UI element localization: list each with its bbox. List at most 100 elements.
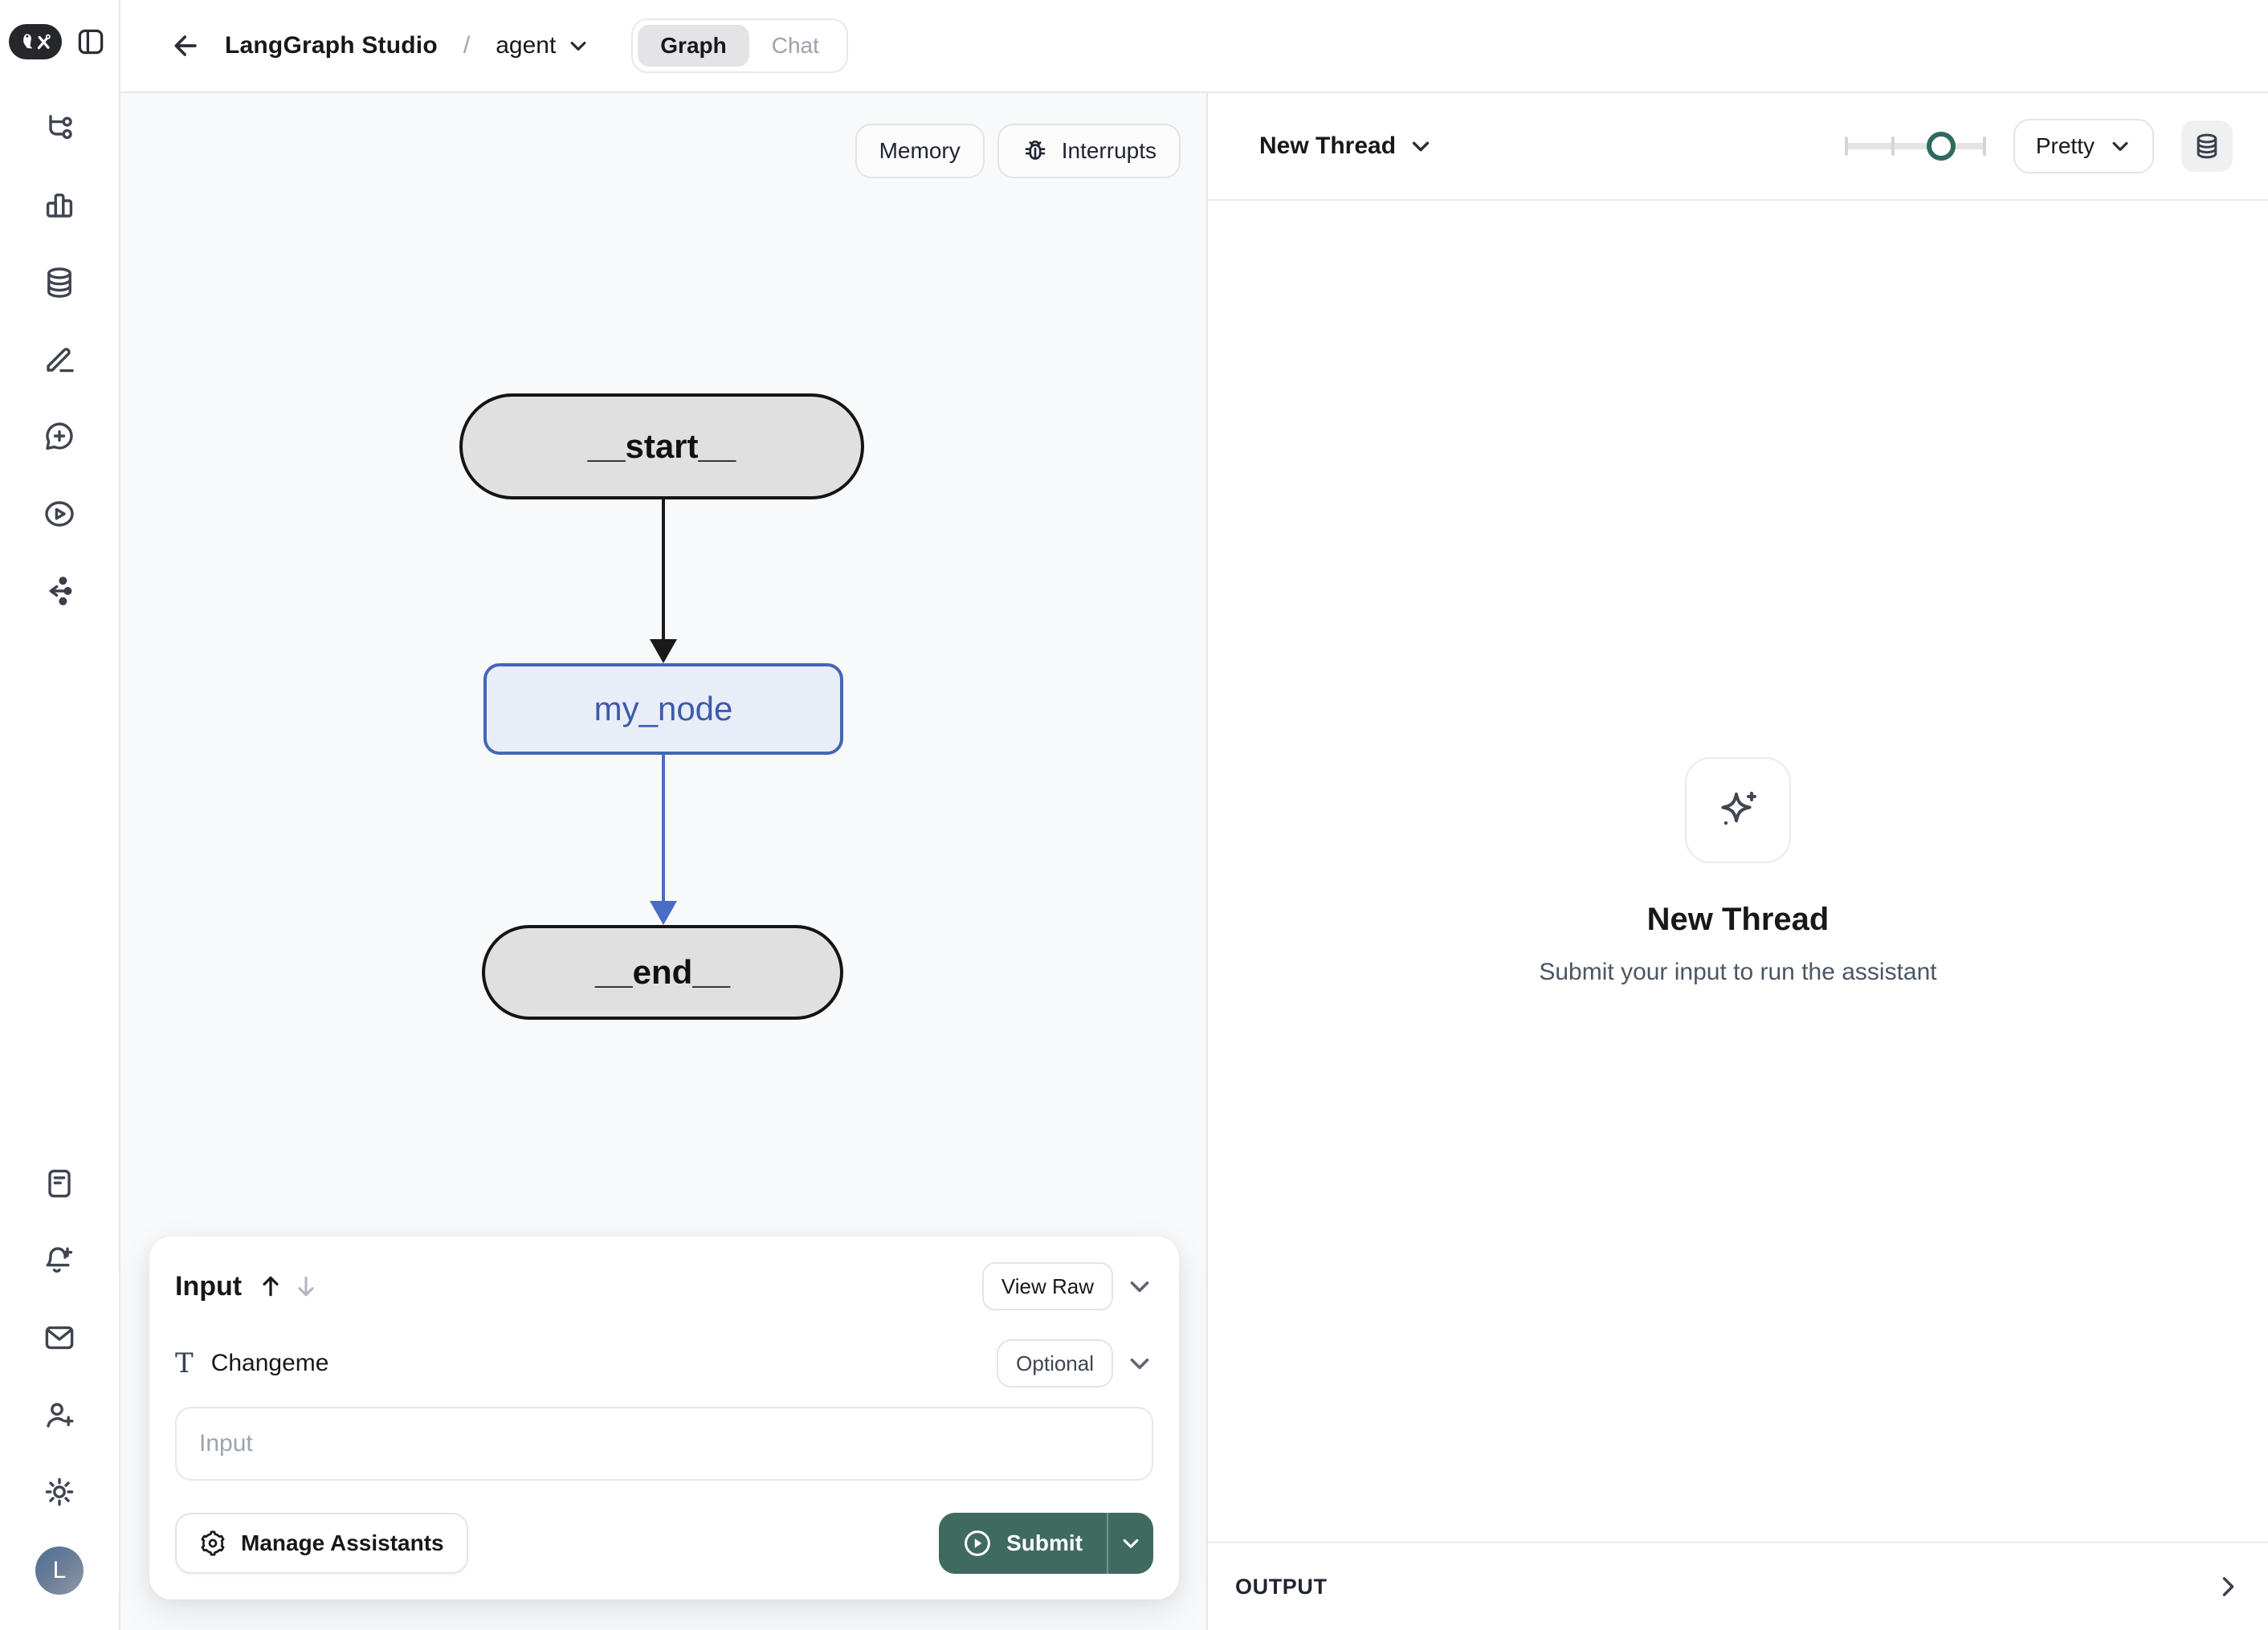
tab-chat[interactable]: Chat [771,33,819,58]
breadcrumb-separator: / [463,32,471,59]
database-icon [47,267,71,298]
input-panel-title: Input [175,1270,243,1302]
manage-assistants-button[interactable]: Manage Assistants [175,1513,468,1574]
sparkles-icon [1721,791,1756,825]
chevron-down-icon [1130,1281,1149,1293]
sparkles-card [1685,756,1791,863]
field-name-label: Changeme [210,1350,329,1376]
sidebar-item-inbox[interactable] [27,1306,92,1370]
arrow-up-icon [263,1276,279,1297]
move-up-button[interactable] [258,1273,284,1299]
sidebar-item-docs[interactable] [27,1151,92,1216]
page-title: LangGraph Studio [225,32,438,59]
empty-state-title: New Thread [1646,901,1829,937]
node-my-node-label: my_node [594,690,733,727]
optional-badge[interactable]: Optional [997,1339,1113,1388]
langsmith-logo[interactable] [9,24,62,59]
graph-edges [650,499,677,925]
collapse-field-button[interactable] [1126,1350,1153,1377]
collapse-input-button[interactable] [1126,1273,1153,1300]
graph-node-my-node[interactable]: my_node [483,663,843,755]
sidebar-item-annotation[interactable] [27,328,92,392]
submit-label: Submit [1006,1530,1083,1555]
sidebar-item-datasets[interactable] [27,251,92,315]
thread-empty-state: New Thread Submit your input to run the … [1208,201,2268,1542]
thread-header: New Thread [1208,93,2268,201]
sidebar-item-tracing[interactable] [27,96,92,161]
graph-node-start[interactable]: __start__ [459,393,864,499]
graph-canvas[interactable]: Memory Interrupts [120,93,1208,1630]
trace-tree-icon [49,115,72,140]
graph-node-end[interactable]: __end__ [482,925,843,1020]
thread-selector-dropdown[interactable]: New Thread [1259,132,1433,160]
text-type-icon: T [175,1347,194,1379]
left-icon-rail: L [0,0,120,1630]
graph-selector-dropdown[interactable]: agent [496,32,589,59]
slider-handle[interactable] [1926,132,1956,161]
render-mode-label: Pretty [2035,133,2095,158]
sidebar-item-langgraph-active[interactable] [27,559,92,623]
slider-track [1844,143,1986,149]
arrow-left-icon [174,35,197,56]
chevron-down-icon [570,41,586,51]
view-mode-toggle: Graph Chat [631,18,848,73]
submit-options-button[interactable] [1107,1513,1153,1574]
parrot-and-tools-icon [23,34,51,50]
thread-panel: New Thread [1208,93,2268,1630]
top-bar: LangGraph Studio / agent Graph Chat [120,0,2268,93]
sidebar-item-deployments[interactable] [27,482,92,546]
tab-graph[interactable]: Graph [638,25,749,67]
slider-tick [1891,137,1895,156]
memory-button[interactable]: Memory [855,124,985,178]
sidebar-item-playground[interactable] [27,405,92,469]
play-circle-icon [45,501,74,527]
move-down-button[interactable] [293,1273,319,1299]
submit-button[interactable]: Submit [939,1513,1107,1574]
sun-icon [45,1477,74,1506]
sidebar-item-invite[interactable] [27,1383,92,1447]
slider-tick [1982,137,1986,156]
play-circle-icon [965,1530,991,1556]
chevron-down-icon [1130,1358,1149,1370]
memory-button-label: Memory [879,138,961,163]
node-start-label: __start__ [587,427,736,465]
chevron-down-icon [2112,141,2128,151]
input-panel: Input View [149,1237,1179,1599]
user-plus-icon [47,1403,74,1428]
optional-badge-label: Optional [1016,1351,1094,1375]
arrow-down-icon [298,1276,314,1297]
chevron-down-icon [1412,141,1430,152]
changeme-input-field[interactable] [175,1407,1153,1481]
back-button[interactable] [170,30,202,62]
panel-toggle-icon [78,29,104,55]
mail-icon [45,1326,74,1350]
detail-level-slider[interactable] [1844,130,1986,162]
state-view-button[interactable] [2181,120,2233,172]
render-mode-dropdown[interactable]: Pretty [2013,119,2154,173]
view-raw-label: View Raw [1001,1273,1094,1298]
interrupts-button-label: Interrupts [1061,138,1156,163]
sidebar-item-monitoring[interactable] [27,173,92,238]
graph-nodes-icon [49,577,72,605]
output-section-toggle[interactable]: OUTPUT [1208,1542,2268,1630]
user-avatar[interactable]: L [35,1546,84,1595]
thread-selector-label: New Thread [1259,132,1397,159]
panel-toggle-button[interactable] [71,22,110,61]
node-end-label: __end__ [594,953,731,991]
sidebar-item-theme[interactable] [27,1460,92,1524]
interrupts-button[interactable]: Interrupts [997,124,1181,178]
chevron-down-icon [1123,1538,1139,1548]
bell-plus-icon [46,1247,73,1273]
slider-tick [1844,137,1848,156]
file-text-icon [48,1169,71,1198]
output-label: OUTPUT [1235,1574,1328,1599]
bar-chart-icon [46,194,73,218]
graph-selector-label: agent [496,32,557,59]
gear-icon [201,1530,225,1556]
manage-assistants-label: Manage Assistants [241,1530,444,1555]
empty-state-subtitle: Submit your input to run the assistant [1539,958,1937,985]
message-plus-icon [46,422,73,450]
sidebar-item-notifications[interactable] [27,1229,92,1293]
view-raw-button[interactable]: View Raw [981,1262,1113,1310]
